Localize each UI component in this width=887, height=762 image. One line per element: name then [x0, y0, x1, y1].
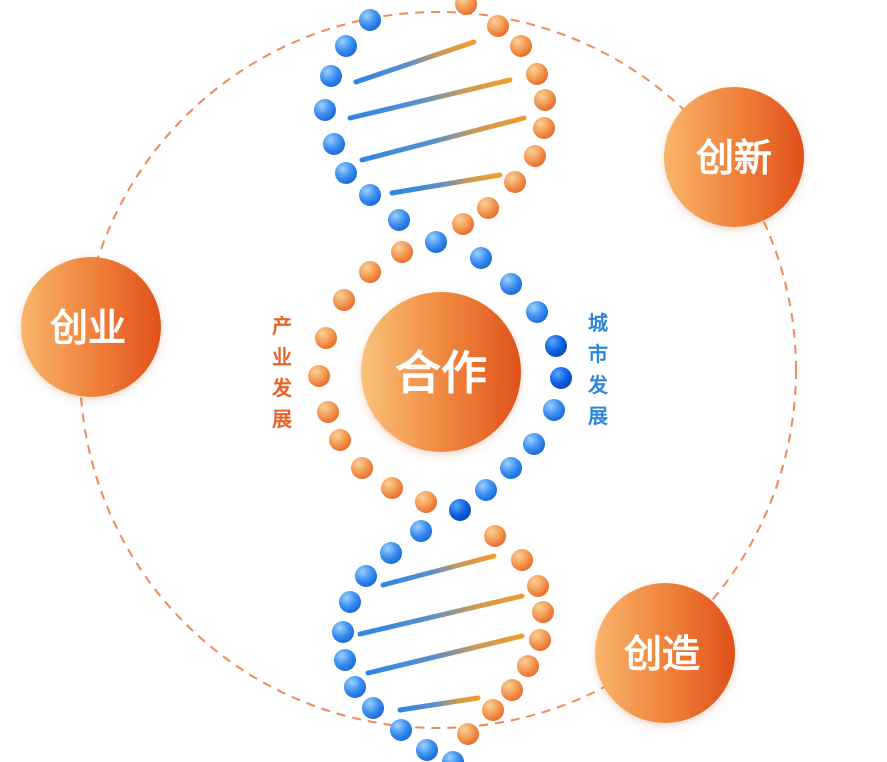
helix-bead-blue	[523, 433, 545, 455]
helix-bead-orange	[457, 723, 479, 745]
helix-bead-orange	[317, 401, 339, 423]
right-caption-char: 发	[587, 373, 609, 397]
helix-bead-blue	[390, 719, 412, 741]
helix-bead-blue	[355, 565, 377, 587]
helix-bead-blue	[334, 649, 356, 671]
helix-bead-blue	[335, 35, 357, 57]
helix-bead-orange	[534, 89, 556, 111]
node-creation-label: 创造	[624, 632, 700, 676]
helix-bead-orange	[351, 457, 373, 479]
node-entrepreneurship-circle	[21, 257, 161, 397]
helix-bead-blue	[449, 499, 471, 521]
helix-bead-blue	[320, 65, 342, 87]
helix-bead-blue	[500, 273, 522, 295]
helix-bead-orange	[527, 575, 549, 597]
left-caption: 产 业 发 展	[271, 314, 293, 431]
helix-bead-blue	[470, 247, 492, 269]
helix-rung	[347, 77, 513, 121]
helix-bead-orange	[510, 35, 532, 57]
node-innovation-label: 创新	[696, 136, 772, 180]
helix-rung	[389, 172, 503, 196]
node-entrepreneurship: 创业	[21, 257, 161, 397]
center-label: 合作	[395, 346, 487, 400]
helix-bead-blue	[475, 479, 497, 501]
right-caption-char: 市	[588, 342, 608, 366]
helix-bead-blue	[339, 591, 361, 613]
center-circle	[361, 292, 521, 452]
helix-rung	[397, 695, 481, 713]
helix-bead-blue	[380, 542, 402, 564]
helix-bead-orange	[381, 477, 403, 499]
helix-bead-orange	[359, 261, 381, 283]
helix-bead-orange	[482, 699, 504, 721]
helix-beads	[308, 0, 572, 762]
helix-bead-orange	[501, 679, 523, 701]
helix-bead-orange	[308, 365, 330, 387]
helix-rung	[353, 39, 477, 85]
node-creation: 创造	[595, 583, 735, 723]
helix-bead-blue	[359, 9, 381, 31]
node-innovation: 创新	[664, 87, 804, 227]
left-caption-char: 发	[271, 376, 293, 400]
right-caption-char: 展	[588, 404, 608, 428]
center-node: 合作	[361, 292, 521, 452]
helix-bead-orange	[315, 327, 337, 349]
helix-bead-orange	[504, 171, 526, 193]
left-caption-char: 产	[272, 314, 292, 338]
node-innovation-circle	[664, 87, 804, 227]
right-caption: 城 市 发 展	[587, 311, 609, 428]
helix-bead-blue	[388, 209, 410, 231]
helix-bead-orange	[487, 15, 509, 37]
helix-bead-orange	[455, 0, 477, 15]
helix-bead-blue	[545, 335, 567, 357]
helix-bead-orange	[529, 629, 551, 651]
helix-bead-orange	[524, 145, 546, 167]
helix-rungs	[347, 39, 527, 713]
helix-bead-blue	[323, 133, 345, 155]
helix-bead-blue	[410, 520, 432, 542]
helix-bead-orange	[517, 655, 539, 677]
right-caption-char: 城	[588, 311, 608, 335]
helix-bead-orange	[533, 117, 555, 139]
helix-bead-orange	[511, 549, 533, 571]
helix-rung	[380, 553, 497, 588]
left-caption-char: 业	[272, 345, 292, 369]
node-entrepreneurship-label: 创业	[50, 306, 126, 350]
helix-rung	[357, 593, 525, 637]
helix-bead-blue	[332, 621, 354, 643]
helix-rung	[365, 633, 525, 676]
helix-bead-blue	[550, 367, 572, 389]
helix-bead-orange	[329, 429, 351, 451]
helix-bead-orange	[333, 289, 355, 311]
helix-bead-orange	[484, 525, 506, 547]
helix-bead-blue	[359, 184, 381, 206]
helix-bead-blue	[442, 751, 464, 762]
helix-bead-blue	[526, 301, 548, 323]
helix-rung	[359, 115, 527, 163]
helix-bead-blue	[335, 162, 357, 184]
left-caption-char: 展	[272, 407, 292, 431]
helix-bead-orange	[415, 491, 437, 513]
helix-bead-orange	[391, 241, 413, 263]
helix-bead-orange	[526, 63, 548, 85]
helix-bead-orange	[477, 197, 499, 219]
helix-bead-orange	[452, 213, 474, 235]
helix-bead-blue	[344, 676, 366, 698]
helix-bead-blue	[416, 739, 438, 761]
node-creation-circle	[595, 583, 735, 723]
helix-bead-blue	[543, 399, 565, 421]
helix-bead-blue	[425, 231, 447, 253]
helix-bead-orange	[532, 601, 554, 623]
helix-bead-blue	[500, 457, 522, 479]
helix-bead-blue	[362, 697, 384, 719]
helix-bead-blue	[314, 99, 336, 121]
